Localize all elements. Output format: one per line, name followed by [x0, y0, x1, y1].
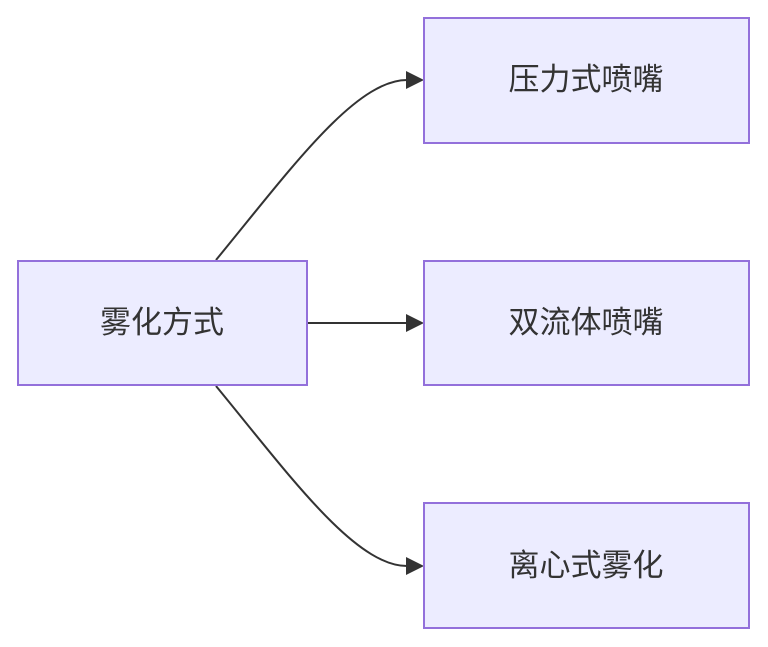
node-centrifugal-atomization-label: 离心式雾化	[509, 548, 664, 584]
arrow-head-n1	[406, 71, 424, 89]
node-pressure-nozzle-box	[423, 17, 750, 144]
edge-root-to-n3	[215, 385, 408, 567]
node-centrifugal-atomization: 离心式雾化	[423, 502, 750, 629]
node-root: 雾化方式	[17, 260, 308, 386]
node-root-box	[17, 260, 308, 386]
arrow-head-n2	[406, 314, 424, 332]
edge-root-to-n1	[215, 79, 408, 261]
edges	[215, 71, 424, 575]
node-root-label: 雾化方式	[100, 305, 224, 341]
node-twin-fluid-nozzle-label: 双流体喷嘴	[509, 305, 664, 341]
node-twin-fluid-nozzle-box	[423, 260, 750, 386]
node-pressure-nozzle-label: 压力式喷嘴	[509, 62, 664, 98]
node-centrifugal-atomization-box	[423, 502, 750, 629]
node-twin-fluid-nozzle: 双流体喷嘴	[423, 260, 750, 386]
node-pressure-nozzle: 压力式喷嘴	[423, 17, 750, 144]
arrow-head-n3	[406, 557, 424, 575]
